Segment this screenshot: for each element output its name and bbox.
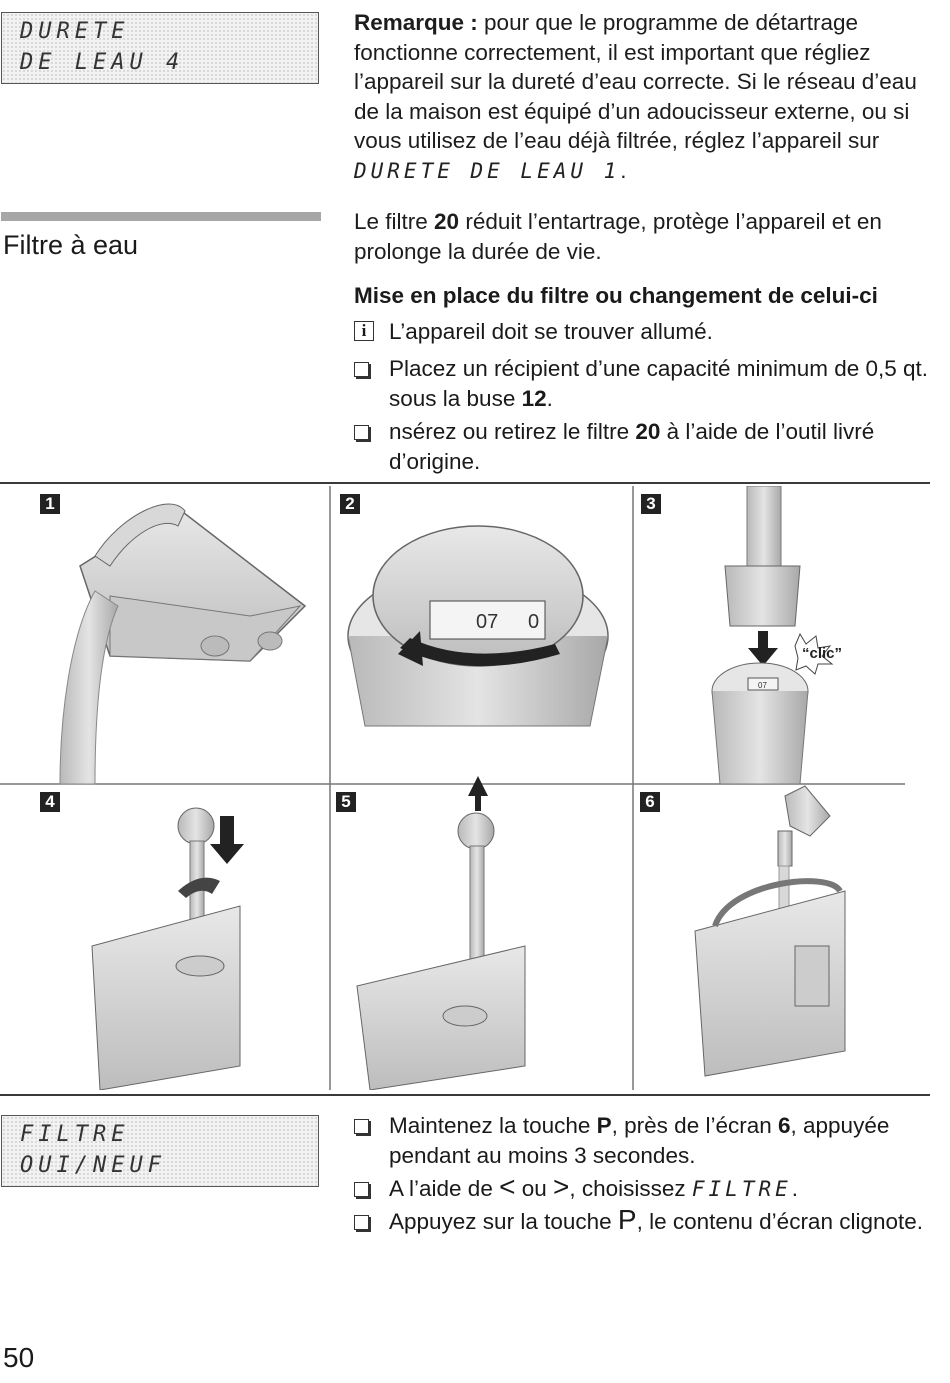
figure-label-5: 5	[336, 792, 356, 812]
panel-2-set-dial: 07 0	[347, 525, 609, 727]
step-text: nsérez ou retirez le filtre 20 à l’aide …	[389, 419, 875, 474]
checkbox-square-icon	[354, 362, 369, 377]
info-icon: i	[354, 321, 374, 341]
section-divider-bar	[1, 212, 321, 221]
info-text: L’appareil doit se trouver allumé.	[389, 319, 713, 344]
step-item: A l’aide de < ou >, choisissez FILTRE.	[354, 1171, 934, 1204]
lcd-line-1: FILTRE	[20, 1122, 130, 1147]
step-item: Appuyez sur la touche P, le contenu d’éc…	[354, 1204, 934, 1237]
step-text: Placez un récipient d’une capacité minim…	[389, 356, 929, 411]
figure-label-3: 3	[641, 494, 661, 514]
step-text: A l’aide de < ou >, choisissez FILTRE.	[389, 1171, 799, 1202]
remark-paragraph: Remarque : pour que le programme de déta…	[354, 8, 934, 186]
step-item: nsérez ou retirez le filtre 20 à l’aide …	[354, 417, 930, 477]
panel-4-tool-rotate	[91, 807, 244, 1091]
panel-3-insert-filter: 07 “clic”	[711, 485, 842, 785]
remark-end: .	[620, 157, 627, 183]
intro-text-b: réduit l’entartrage, protège l’appareil …	[354, 209, 882, 264]
illustration-svg: 07 0 07 “clic”	[0, 485, 905, 1091]
lcd-display-filter: FILTRE OUI/NEUF	[1, 1115, 319, 1187]
lcd-line-2: OUI/NEUF	[20, 1153, 166, 1178]
panel-6-fill-tank	[694, 785, 846, 1077]
figure-label-2: 2	[340, 494, 360, 514]
remark-label: Remarque :	[354, 10, 478, 35]
dial-number: 07	[476, 611, 498, 633]
remark-lcd-value: DURETE DE LEAU 1	[354, 158, 621, 183]
figure-label-1: 1	[40, 494, 60, 514]
step-item: Maintenez la touche P, près de l’écran 6…	[354, 1111, 934, 1171]
figure-label-4: 4	[40, 792, 60, 812]
figure-bottom-rule	[0, 1094, 930, 1096]
checkbox-square-icon	[354, 425, 369, 440]
panel-1-fill-tank	[59, 503, 307, 785]
illustration-grid: 07 0 07 “clic”	[0, 485, 930, 1091]
section-title: Filtre à eau	[3, 230, 139, 260]
click-label: “clic”	[802, 645, 842, 662]
info-item: i L’appareil doit se trouver allumé.	[354, 317, 930, 347]
remark-text: pour que le programme de détartrage fonc…	[354, 10, 917, 153]
lcd-line-1: DURETE	[20, 19, 130, 44]
panel-5-tool-lift	[356, 776, 526, 1091]
step-item: Placez un récipient d’une capacité minim…	[354, 354, 930, 414]
checkbox-square-icon	[354, 1182, 369, 1197]
step-text: Maintenez la touche P, près de l’écran 6…	[389, 1113, 890, 1168]
intro-text-a: Le filtre	[354, 209, 435, 234]
checkbox-square-icon	[354, 1215, 369, 1230]
lcd-line-2: DE LEAU 4	[20, 50, 185, 75]
checkbox-square-icon	[354, 1119, 369, 1134]
lcd-display-hardness: DURETE DE LEAU 4	[1, 12, 319, 84]
figure-top-rule	[0, 482, 930, 484]
dial-side-number: 0	[528, 611, 539, 633]
install-subheading: Mise en place du filtre ou changement de…	[354, 283, 878, 308]
filter-intro: Le filtre 20 réduit l’entartrage, protèg…	[354, 207, 934, 266]
small-dial-number: 07	[758, 681, 767, 690]
page-number: 50	[3, 1342, 35, 1373]
intro-filter-number: 20	[434, 209, 460, 234]
step-text: Appuyez sur la touche P, le contenu d’éc…	[389, 1204, 924, 1235]
figure-label-6: 6	[640, 792, 660, 812]
